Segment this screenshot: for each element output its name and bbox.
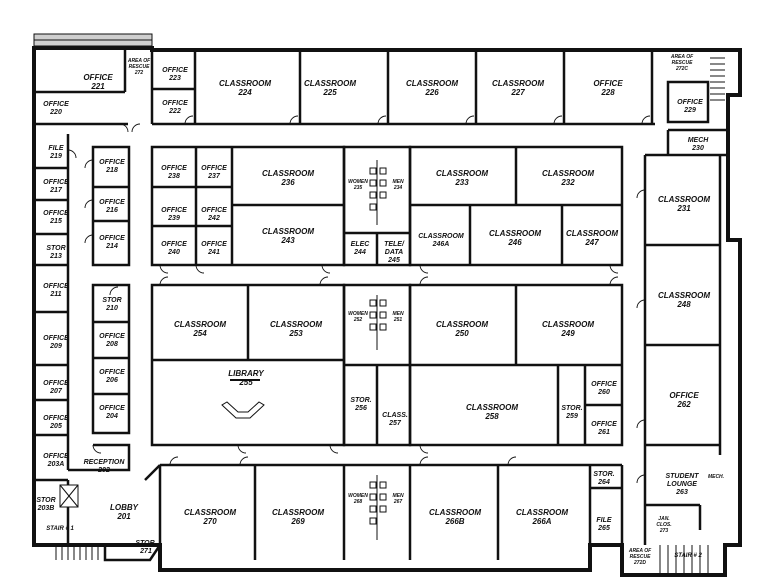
room-label-stor264: STOR.264 — [593, 471, 614, 486]
interior-walls — [34, 50, 728, 562]
door-swings — [67, 115, 651, 484]
room-label-class257: CLASS.257 — [382, 412, 408, 427]
room-label-janclos273: JAN.CLOS.273 — [656, 516, 671, 534]
stair-3-graphic — [710, 57, 725, 101]
room-label-stor271: STOR.271 — [135, 540, 156, 555]
misc-label-mech_small: MECH. — [708, 474, 724, 480]
stair-1-graphic — [55, 484, 99, 560]
library-desk — [221, 379, 265, 419]
room-label-stor256: STOR.256 — [350, 397, 371, 412]
exterior-wall — [32, 46, 742, 577]
restroom-fixtures — [369, 167, 387, 525]
stair-label-stair2: STAIR # 2 — [674, 553, 702, 559]
room-label-stor259: STOR.259 — [561, 405, 582, 420]
stair-label-stair1: STAIR # 1 — [46, 526, 74, 532]
roof-edge — [33, 33, 153, 47]
stair-2-graphic — [659, 545, 709, 575]
